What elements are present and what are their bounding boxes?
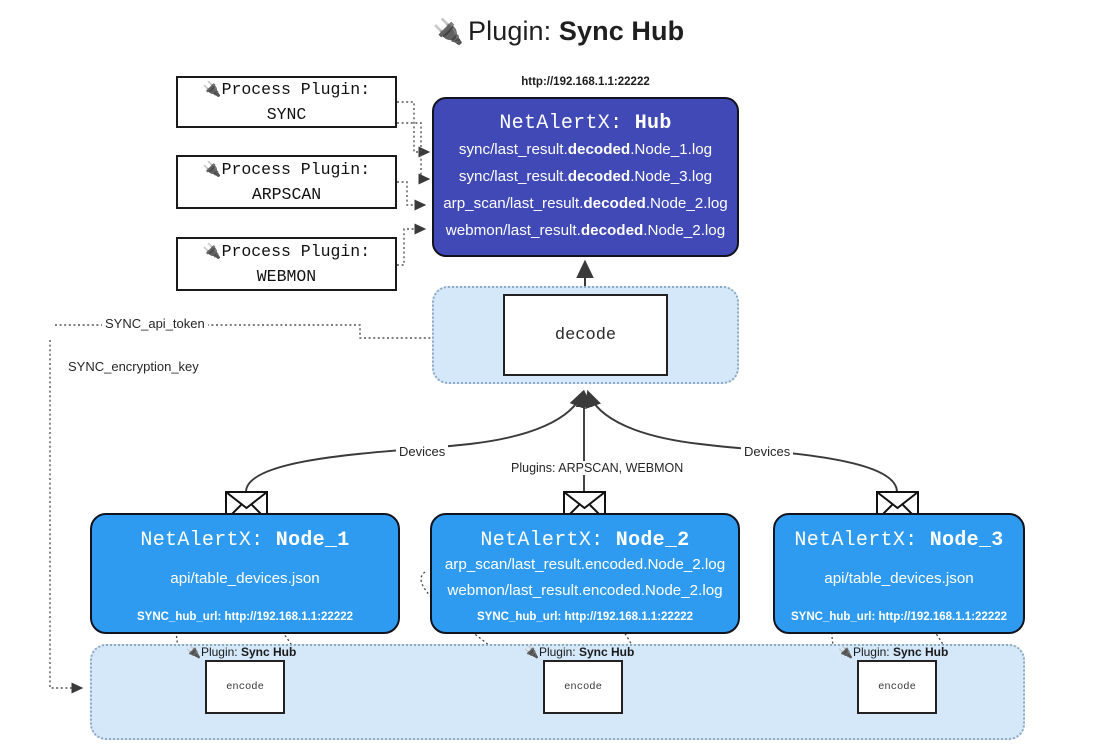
plug-icon: 🔌 <box>202 80 222 98</box>
process-plugin-name: ARPSCAN <box>251 185 322 204</box>
node-hub-url-label: SYNC_hub_url: http://192.168.1.1:22222 <box>136 611 354 623</box>
hub-title: NetAlertX: Hub <box>434 112 737 135</box>
edge-label-plugins-mid: Plugins: ARPSCAN, WEBMON <box>508 461 687 475</box>
plug-icon: 🔌 <box>186 645 201 659</box>
secret-label-api-token: SYNC_api_token <box>102 316 208 331</box>
process-plugin-heading: Process Plugin: <box>221 160 371 179</box>
plug-icon: 🔌 <box>838 645 853 659</box>
secret-label-encryption-key: SYNC_encryption_key <box>65 359 202 374</box>
hub-title-prefix: NetAlertX: <box>499 112 623 135</box>
node-title: NetAlertX: Node_1 <box>140 529 350 552</box>
process-plugin-sync-box[interactable]: 🔌Process Plugin: SYNC <box>176 76 397 128</box>
process-plugin-webmon-box[interactable]: 🔌Process Plugin: WEBMON <box>176 237 397 291</box>
hub-title-name: Hub <box>634 112 672 135</box>
process-plugin-name: SYNC <box>266 105 307 124</box>
process-plugin-name: WEBMON <box>256 267 317 286</box>
edge-node1-to-decode <box>245 389 586 493</box>
node-hub-url-label: SYNC_hub_url: http://192.168.1.1:22222 <box>790 611 1008 623</box>
decode-box[interactable]: decode <box>503 294 668 376</box>
plug-icon: 🔌 <box>202 242 222 260</box>
process-plugin-heading: Process Plugin: <box>221 80 371 99</box>
node-row: api/table_devices.json <box>824 570 974 587</box>
edge-sync-to-hub-2 <box>397 122 431 185</box>
node-hub-url-label: SYNC_hub_url: http://192.168.1.1:22222 <box>476 611 694 623</box>
page-title-name: Sync Hub <box>558 16 685 46</box>
node-title: NetAlertX: Node_3 <box>794 529 1004 552</box>
hub-log-row: webmon/last_result.decoded.Node_2.log <box>445 222 726 239</box>
encode-box-node-3[interactable]: encode <box>857 660 937 714</box>
hub-log-row: sync/last_result.decoded.Node_3.log <box>458 168 713 185</box>
plug-icon: 🔌 <box>202 160 222 178</box>
encode-box-node-1[interactable]: encode <box>205 660 285 714</box>
node-box-node-2[interactable]: NetAlertX: Node_2 arp_scan/last_result.e… <box>430 513 740 634</box>
plug-icon: 🔌 <box>524 645 539 659</box>
edge-label-devices-right: Devices <box>741 444 794 459</box>
hub-url-label: http://192.168.1.1:22222 <box>521 76 650 88</box>
node-row: arp_scan/last_result.encoded.Node_2.log <box>444 556 726 573</box>
node-box-node-1[interactable]: NetAlertX: Node_1 api/table_devices.json… <box>90 513 400 634</box>
edge-label-devices-left: Devices <box>396 444 449 459</box>
edge-node3-to-decode <box>585 389 898 493</box>
node-row: api/table_devices.json <box>170 570 320 587</box>
page-title: 🔌Plugin: Sync Hub <box>0 16 1117 47</box>
node-row: webmon/last_result.encoded.Node_2.log <box>447 582 723 599</box>
encoder-caption: 🔌Plugin: Sync Hub <box>524 645 635 659</box>
node-title: NetAlertX: Node_2 <box>480 529 690 552</box>
hub-log-row: arp_scan/last_result.decoded.Node_2.log <box>443 195 728 212</box>
page-title-prefix: Plugin: <box>468 16 552 46</box>
process-plugin-arpscan-box[interactable]: 🔌Process Plugin: ARPSCAN <box>176 155 397 209</box>
hub-log-row: sync/last_result.decoded.Node_1.log <box>458 141 713 158</box>
node-box-node-3[interactable]: NetAlertX: Node_3 api/table_devices.json… <box>773 513 1025 634</box>
plug-icon: 🔌 <box>432 18 465 46</box>
hub-box[interactable]: NetAlertX: Hub sync/last_result.decoded.… <box>432 97 739 257</box>
edge-arpscan-to-hub <box>397 181 427 211</box>
edge-sync-to-hub-1 <box>397 101 431 158</box>
edge-encryption-key-to-encoders <box>49 340 84 694</box>
encoder-caption: 🔌Plugin: Sync Hub <box>838 645 949 659</box>
edge-webmon-to-hub <box>397 223 427 266</box>
encoder-caption: 🔌Plugin: Sync Hub <box>186 645 297 659</box>
process-plugin-heading: Process Plugin: <box>221 242 371 261</box>
encode-box-node-2[interactable]: encode <box>543 660 623 714</box>
